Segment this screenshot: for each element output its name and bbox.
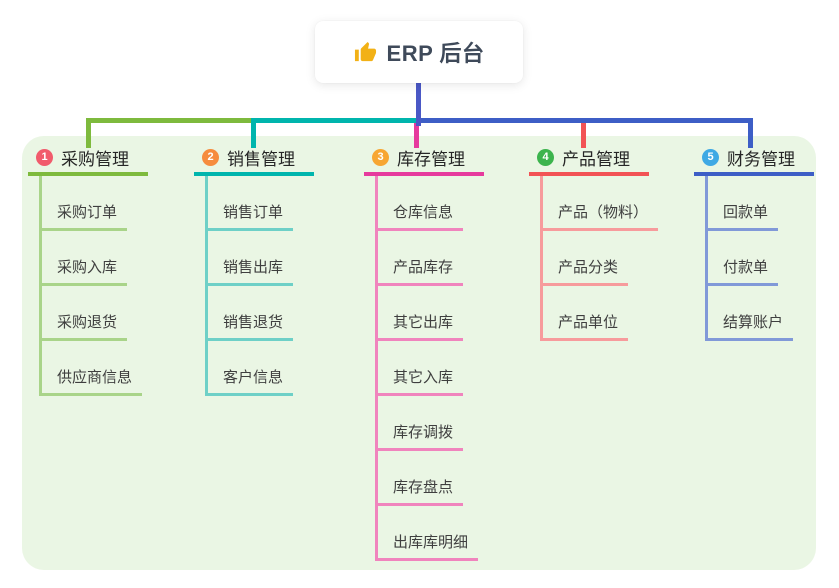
branch-header-node[interactable]: 1 采购管理 <box>28 146 148 176</box>
child-slot: 产品单位 <box>529 286 649 341</box>
child-node[interactable]: 结算账户 <box>705 315 794 341</box>
child-node[interactable]: 库存调拨 <box>375 425 464 451</box>
child-node[interactable]: 出库库明细 <box>375 535 479 561</box>
branch-spine-line <box>39 176 42 396</box>
child-slot: 销售退货 <box>194 286 314 341</box>
branch-connector-drop-3 <box>414 120 419 148</box>
child-slot: 付款单 <box>694 231 814 286</box>
branch-number-badge: 1 <box>36 148 53 166</box>
child-slot: 其它出库 <box>364 286 484 341</box>
branch-sales: 2 销售管理销售订单销售出库销售退货客户信息 <box>194 146 314 396</box>
branch-children: 回款单付款单结算账户 <box>694 176 814 341</box>
branch-finance: 5 财务管理回款单付款单结算账户 <box>694 146 814 341</box>
child-slot: 采购订单 <box>28 176 148 231</box>
child-slot: 库存调拨 <box>364 396 484 451</box>
child-node[interactable]: 销售出库 <box>205 260 294 286</box>
child-node[interactable]: 产品单位 <box>540 315 629 341</box>
root-title: ERP 后台 <box>386 41 485 66</box>
child-node[interactable]: 其它出库 <box>375 315 464 341</box>
child-node[interactable]: 仓库信息 <box>375 205 464 231</box>
branch-inventory: 3 库存管理仓库信息产品库存其它出库其它入库库存调拨库存盘点出库库明细 <box>364 146 484 561</box>
child-slot: 产品分类 <box>529 231 649 286</box>
child-node[interactable]: 采购退货 <box>39 315 128 341</box>
branch-purchase: 1 采购管理采购订单采购入库采购退货供应商信息 <box>28 146 148 396</box>
branch-connector-drop-2 <box>251 118 256 148</box>
child-node[interactable]: 客户信息 <box>205 370 294 396</box>
branch-connector-h-1 <box>86 118 256 123</box>
thumbs-up-icon <box>354 41 376 61</box>
branch-connector-h-2 <box>251 118 419 123</box>
child-slot: 供应商信息 <box>28 341 148 396</box>
branch-connector-drop-1 <box>86 118 91 148</box>
branch-connector-drop-4 <box>581 118 586 148</box>
branch-children: 销售订单销售出库销售退货客户信息 <box>194 176 314 396</box>
child-node[interactable]: 产品分类 <box>540 260 629 286</box>
child-node[interactable]: 库存盘点 <box>375 480 464 506</box>
child-slot: 其它入库 <box>364 341 484 396</box>
branch-children: 产品（物料） 产品分类产品单位 <box>529 176 659 341</box>
branch-title: 产品管理 <box>562 149 630 169</box>
child-node[interactable]: 回款单 <box>705 205 779 231</box>
group-boundary <box>22 136 816 570</box>
branch-title: 库存管理 <box>397 149 465 169</box>
child-node[interactable]: 产品库存 <box>375 260 464 286</box>
branch-title: 采购管理 <box>61 149 129 169</box>
child-slot: 库存盘点 <box>364 451 484 506</box>
branch-connector-drop-5 <box>748 118 753 148</box>
child-slot: 采购退货 <box>28 286 148 341</box>
child-node[interactable]: 采购入库 <box>39 260 128 286</box>
branch-number-badge: 2 <box>202 148 219 166</box>
root-connector-line <box>416 83 421 126</box>
branch-header-node[interactable]: 3 库存管理 <box>364 146 484 176</box>
branch-spine-line <box>375 176 378 561</box>
child-node[interactable]: 付款单 <box>705 260 779 286</box>
child-slot: 回款单 <box>694 176 814 231</box>
child-node[interactable]: 销售订单 <box>205 205 294 231</box>
child-node[interactable]: 其它入库 <box>375 370 464 396</box>
child-slot: 出库库明细 <box>364 506 484 561</box>
child-slot: 采购入库 <box>28 231 148 286</box>
branch-product: 4 产品管理产品（物料） 产品分类产品单位 <box>529 146 659 341</box>
child-slot: 仓库信息 <box>364 176 484 231</box>
child-slot: 结算账户 <box>694 286 814 341</box>
branch-children: 采购订单采购入库采购退货供应商信息 <box>28 176 148 396</box>
branch-spine-line <box>205 176 208 396</box>
child-slot: 客户信息 <box>194 341 314 396</box>
branch-header-node[interactable]: 2 销售管理 <box>194 146 314 176</box>
branch-number-badge: 3 <box>372 148 389 166</box>
child-slot: 销售订单 <box>194 176 314 231</box>
branch-spine-line <box>705 176 708 341</box>
branch-children: 仓库信息产品库存其它出库其它入库库存调拨库存盘点出库库明细 <box>364 176 484 561</box>
branch-number-badge: 5 <box>702 148 719 166</box>
branch-header-node[interactable]: 4 产品管理 <box>529 146 649 176</box>
child-slot: 产品（物料） <box>529 176 659 231</box>
branch-title: 财务管理 <box>727 149 795 169</box>
child-node[interactable]: 产品（物料） <box>540 205 659 231</box>
root-node[interactable]: ERP 后台 <box>315 21 523 83</box>
child-slot: 产品库存 <box>364 231 484 286</box>
branch-title: 销售管理 <box>227 149 295 169</box>
child-slot: 销售出库 <box>194 231 314 286</box>
child-node[interactable]: 采购订单 <box>39 205 128 231</box>
branch-spine-line <box>540 176 543 341</box>
branch-connector-h-5 <box>416 118 753 123</box>
child-node[interactable]: 供应商信息 <box>39 370 143 396</box>
branch-number-badge: 4 <box>537 148 554 166</box>
branch-header-node[interactable]: 5 财务管理 <box>694 146 814 176</box>
child-node[interactable]: 销售退货 <box>205 315 294 341</box>
